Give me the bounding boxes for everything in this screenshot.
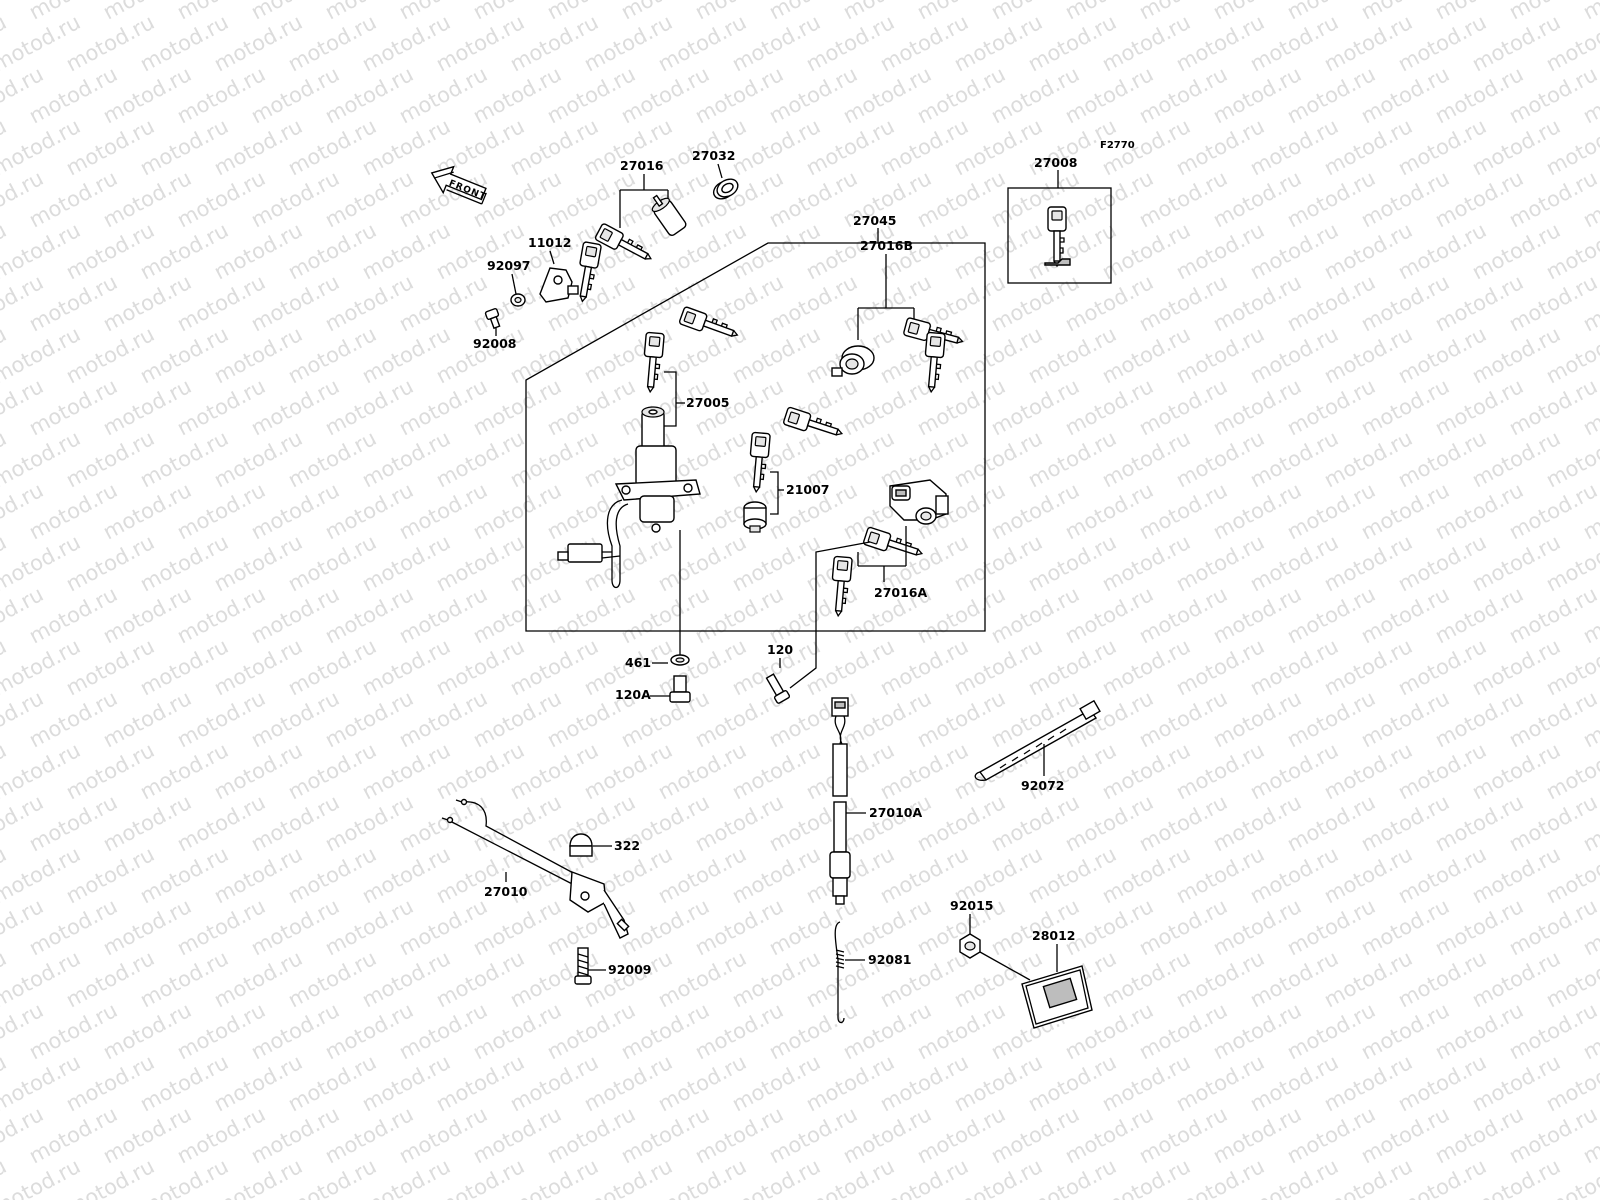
- label-120A: 120A: [615, 687, 651, 702]
- nut-icon: [959, 933, 981, 959]
- cap-icon: [569, 833, 593, 857]
- screw-icon: [765, 673, 791, 704]
- label-11012: 11012: [528, 235, 572, 250]
- label-27045: 27045: [853, 213, 897, 228]
- seat-lock-icon: [831, 345, 875, 377]
- label-27005: 27005: [686, 395, 730, 410]
- screw-icon: [574, 947, 592, 985]
- label-plate-icon: [1021, 965, 1093, 1029]
- screw-icon: [484, 308, 501, 330]
- washer-icon: [510, 293, 526, 307]
- kit-frame-27045: [525, 242, 986, 632]
- label-27008: 27008: [1034, 155, 1078, 170]
- front-brake-switch-icon: [441, 798, 630, 939]
- front-arrow-icon: FRONT: [430, 165, 488, 205]
- label-28012: 28012: [1032, 928, 1076, 943]
- label-21007: 21007: [786, 482, 830, 497]
- label-27010: 27010: [484, 884, 528, 899]
- label-27016A: 27016A: [874, 585, 927, 600]
- label-27016B: 27016B: [860, 238, 913, 253]
- label-92015: 92015: [950, 898, 994, 913]
- kit-frame-27008: [1007, 187, 1112, 284]
- spring-icon: [834, 921, 845, 1024]
- label-27032: 27032: [692, 148, 736, 163]
- label-92097: 92097: [487, 258, 531, 273]
- label-461: 461: [625, 655, 651, 670]
- nut-icon: [670, 654, 690, 666]
- figure-code: F2770: [1100, 140, 1135, 151]
- watermark-text: motod.ru: [1579, 0, 1600, 24]
- lock-cylinder-icon: [743, 501, 767, 533]
- label-120: 120: [767, 642, 793, 657]
- cable-tie-icon: [974, 699, 1101, 781]
- label-92009: 92009: [608, 962, 652, 977]
- helmet-lock-icon: [889, 479, 949, 525]
- ignition-switch-icon: [557, 406, 701, 589]
- o-ring-icon: [712, 178, 739, 200]
- label-27010A: 27010A: [869, 805, 922, 820]
- brake-light-switch-icon: [829, 697, 851, 905]
- label-322: 322: [614, 838, 640, 853]
- label-27016: 27016: [620, 158, 664, 173]
- bolt-icon: [669, 675, 691, 703]
- label-92008: 92008: [473, 336, 517, 351]
- watermark-text: motod.ru: [0, 1154, 10, 1200]
- bracket-icon: [539, 267, 579, 303]
- label-92081: 92081: [868, 952, 912, 967]
- label-92072: 92072: [1021, 778, 1065, 793]
- lock-cylinder-icon: [651, 194, 687, 236]
- blank-shim-icon: [1044, 258, 1071, 266]
